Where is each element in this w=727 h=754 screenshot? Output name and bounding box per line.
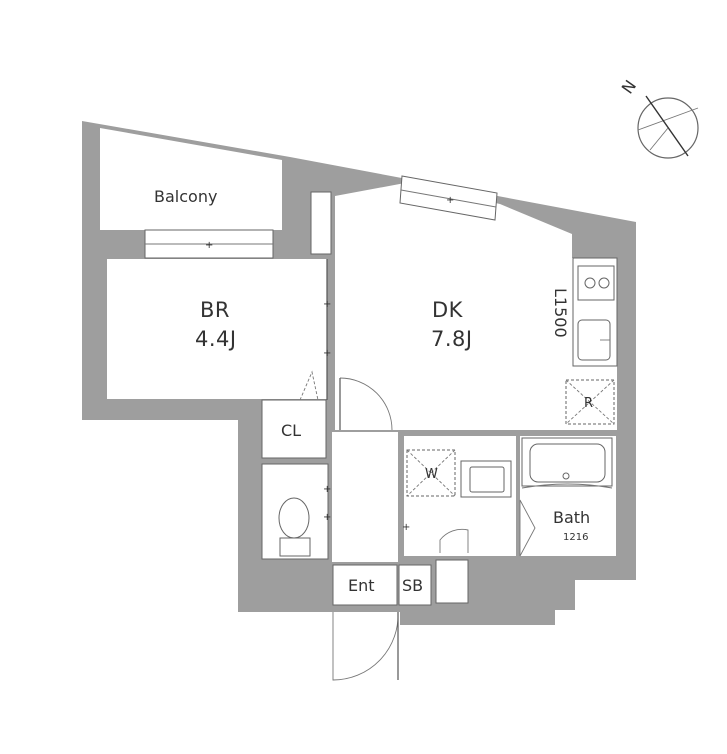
shoe-box-cabinet (435, 559, 469, 604)
svg-text:+: + (323, 348, 331, 359)
hallway-area (332, 432, 398, 562)
balcony-area (100, 128, 282, 230)
br-size-label: 4.4J (195, 327, 237, 351)
burner-left (584, 277, 596, 289)
shoe-box-area (398, 564, 432, 606)
svg-text:+: + (323, 484, 331, 495)
toilet-bowl (278, 497, 310, 539)
bedroom-area (107, 259, 327, 399)
burner-right (598, 277, 610, 289)
shoe-box-label: SB (402, 576, 423, 595)
bath-size-label: 1216 (563, 532, 588, 543)
entrance-label: Ent (348, 576, 375, 595)
bathtub-inner (529, 443, 606, 483)
br-label: BR (200, 298, 230, 322)
pillar-box (310, 191, 332, 255)
svg-text:+: + (446, 195, 454, 206)
toilet-tank (279, 537, 311, 557)
dining-kitchen-area (335, 183, 617, 430)
svg-text:+: + (323, 299, 331, 310)
svg-text:+: + (323, 512, 331, 523)
washer-label: W (425, 467, 438, 482)
bath-label: Bath (553, 508, 590, 527)
entrance-area (332, 564, 398, 606)
kitchen-width-label: L1500 (551, 288, 570, 338)
dk-label: DK (432, 298, 464, 322)
wash-basin (469, 466, 505, 493)
closet-area (261, 399, 327, 459)
svg-text:+: + (402, 522, 410, 533)
compass-needle (645, 95, 689, 157)
dk-window (399, 175, 498, 221)
fridge-label: R (584, 396, 593, 411)
balcony-label: Balcony (154, 187, 217, 206)
compass-north-label: N (618, 77, 640, 98)
dk-size-label: 7.8J (431, 327, 473, 351)
closet-label: CL (281, 421, 301, 440)
svg-text:+: + (205, 240, 213, 251)
